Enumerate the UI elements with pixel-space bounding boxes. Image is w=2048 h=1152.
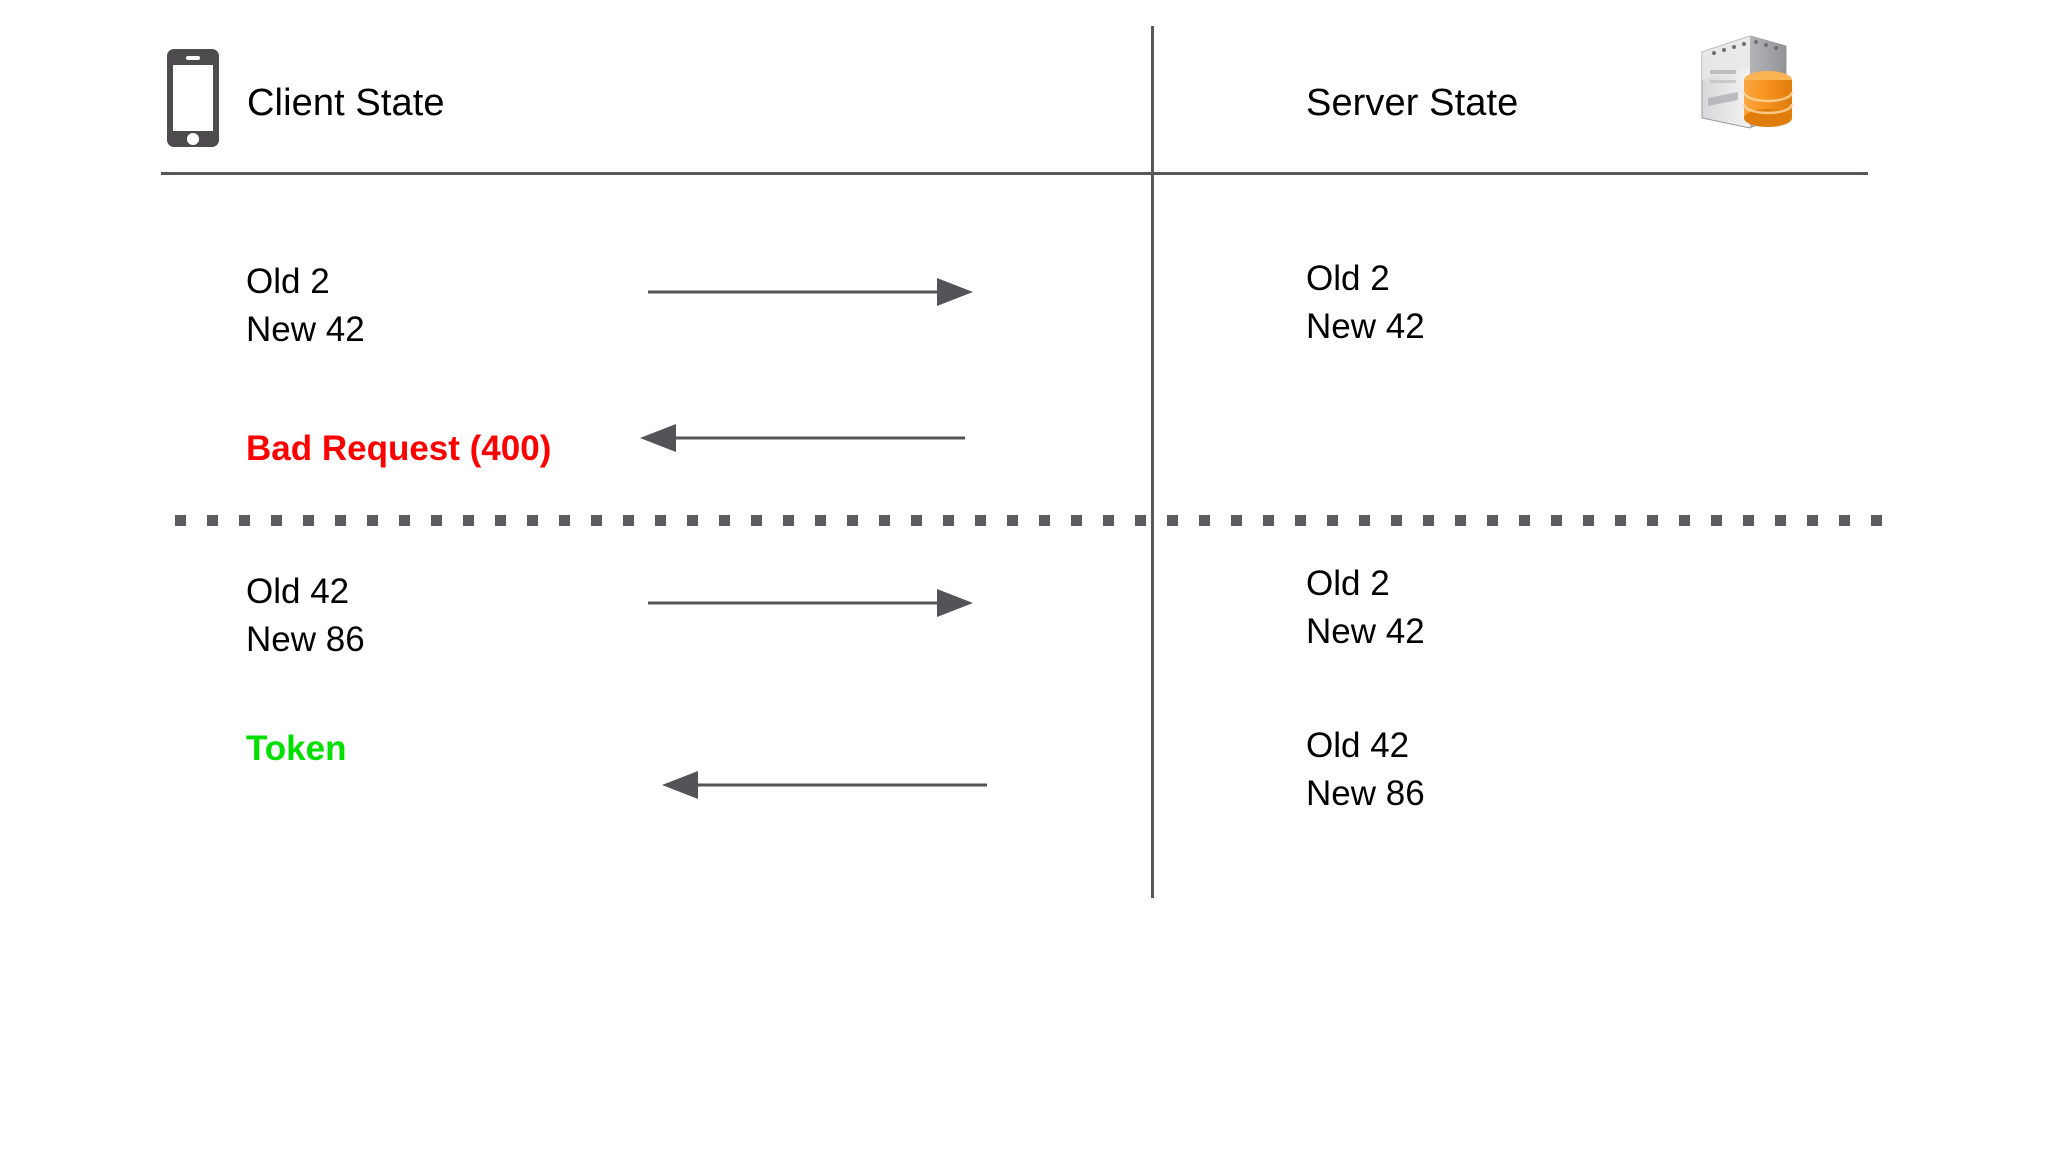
server-old-value-2: Old 2 [1306,564,1390,603]
server-old-value-1: Old 2 [1306,259,1390,298]
bad-request-message: Bad Request (400) [246,429,552,468]
response-arrow-2 [662,765,987,805]
server-new-value-3: New 86 [1306,774,1425,813]
scenario-divider [175,515,1897,526]
server-new-value-2: New 42 [1306,612,1425,651]
header-separator-rule [161,172,1868,175]
client-server-divider [1151,26,1154,898]
client-state-section-2: Old 42 New 86 [246,568,365,664]
request-arrow-1 [648,272,973,312]
client-old-value-1: Old 2 [246,262,330,301]
response-arrow-1 [640,418,965,458]
client-state-section-1: Old 2 New 42 [246,258,365,354]
server-old-value-3: Old 42 [1306,726,1410,765]
client-state-title: Client State [247,82,445,124]
mobile-phone-icon [166,48,220,148]
client-new-value-1: New 42 [246,310,365,349]
request-arrow-2 [648,583,973,623]
server-state-section-2-after: Old 42 New 86 [1306,722,1425,818]
server-state-section-2-before: Old 2 New 42 [1306,560,1425,656]
server-state-title: Server State [1306,82,1519,124]
server-new-value-1: New 42 [1306,307,1425,346]
client-old-value-2: Old 42 [246,572,350,611]
server-database-icon [1694,30,1804,135]
client-new-value-2: New 86 [246,620,365,659]
server-state-section-1: Old 2 New 42 [1306,255,1425,351]
token-message: Token [246,729,347,768]
